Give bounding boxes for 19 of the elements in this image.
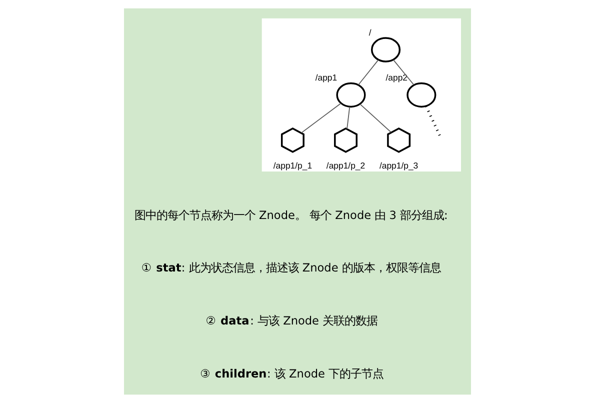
node-label: /app1 — [314, 72, 337, 83]
cluster — [261, 18, 460, 172]
node-label: /app1/p_3 — [378, 160, 418, 170]
label: ③ children: 该 Znode 下的子节点 — [200, 368, 384, 381]
node-ellipse — [336, 82, 366, 108]
connector — [359, 104, 392, 133]
node-ellipse — [406, 82, 436, 108]
node-label: /app1/p_2 — [326, 160, 365, 170]
connector — [346, 106, 350, 130]
connector — [392, 59, 414, 86]
label: ② data: 与该 Znode 关联的数据 — [205, 314, 378, 328]
label: 图中的每个节点称为一个 Znode。 每个 Znode 由 3 部分组成: — [134, 209, 448, 222]
connector — [357, 59, 378, 86]
label: ① stat: 此为状态信息，描述该 Znode 的版本，权限等信息 — [140, 261, 440, 274]
connector — [300, 102, 341, 134]
node-label: /app2 — [385, 72, 408, 83]
node-ellipse — [370, 37, 400, 62]
node-label: / — [368, 27, 371, 38]
node-label: /app1/p_1 — [272, 160, 312, 170]
